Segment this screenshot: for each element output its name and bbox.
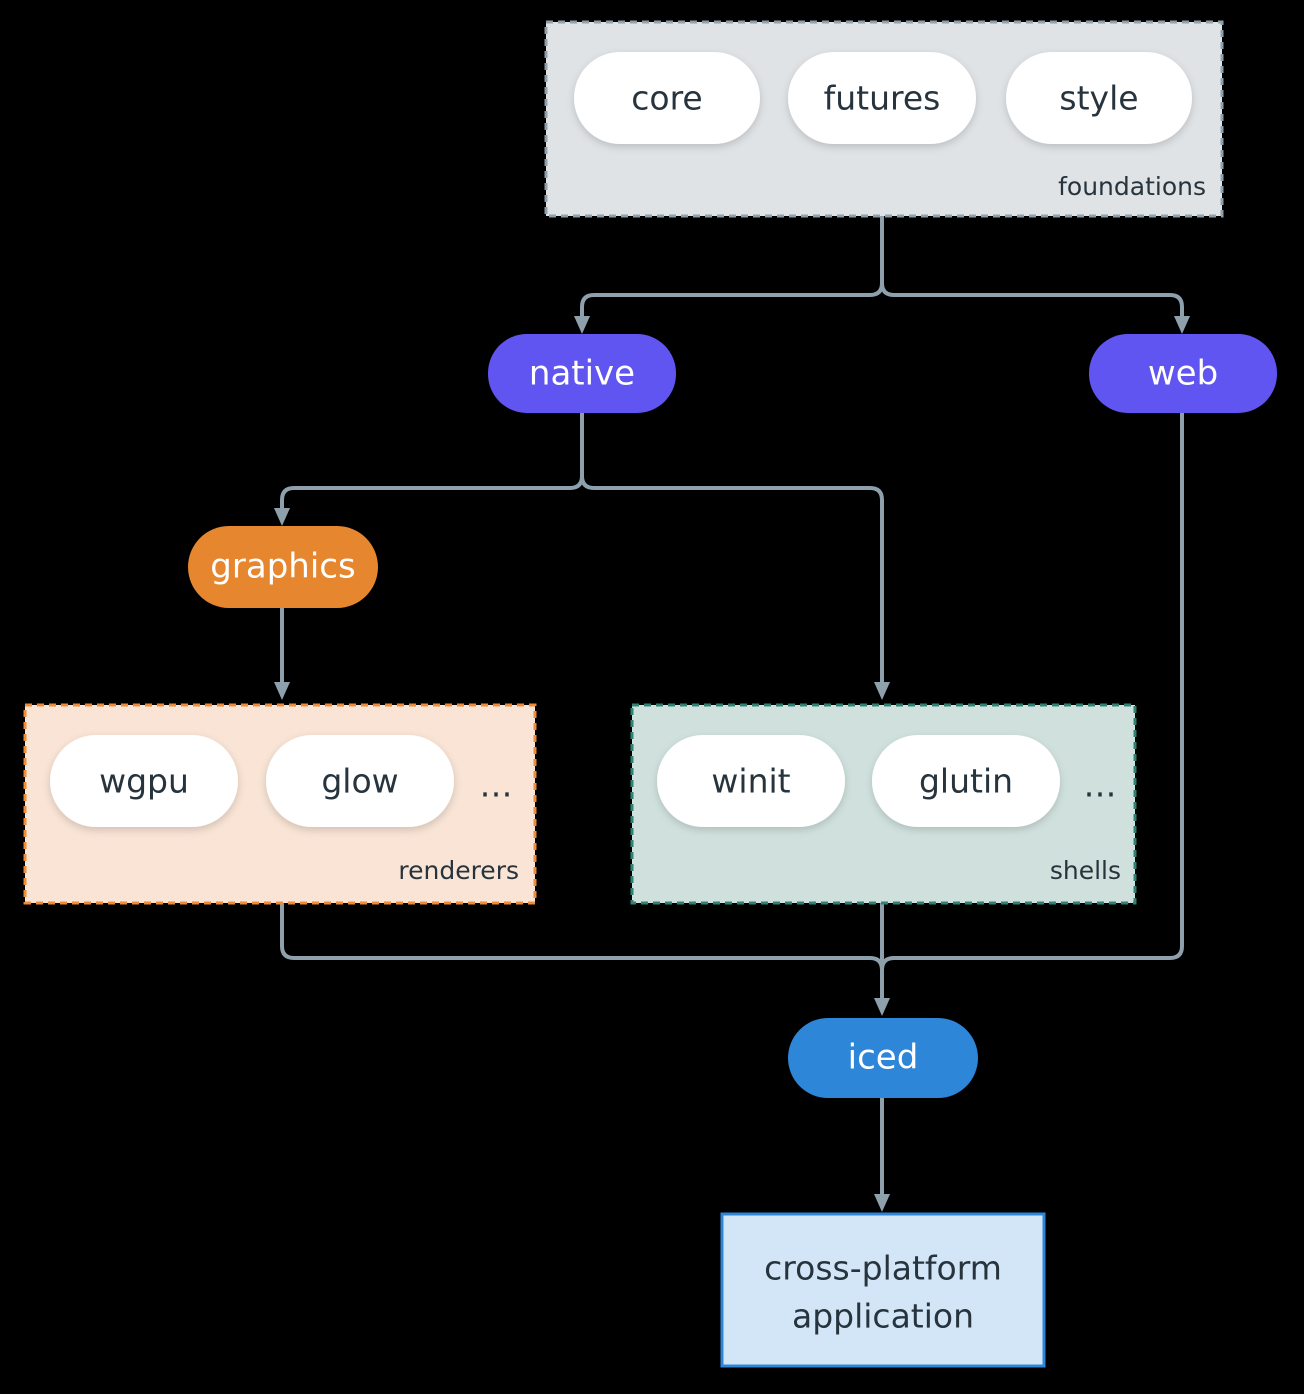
node-web-label: web: [1148, 354, 1218, 394]
edge-renderers-to-iced: [280, 902, 884, 1002]
cluster-renderers-label: renderers: [398, 856, 519, 885]
arrowhead-shells: [874, 682, 890, 700]
node-futures-pill[interactable]: [788, 52, 976, 144]
node-web[interactable]: web: [1089, 334, 1277, 413]
edge-foundations-split: [580, 214, 884, 324]
node-shells-more-label: …: [1084, 766, 1117, 805]
edge-web-to-iced: [880, 411, 1184, 1002]
node-glow-label: glow: [321, 762, 398, 801]
node-graphics-label: graphics: [210, 547, 355, 587]
node-winit[interactable]: winit: [657, 735, 845, 827]
cluster-foundations: core futures style foundations: [544, 20, 1224, 218]
node-style-label: style: [1059, 79, 1138, 118]
node-application[interactable]: cross-platform application: [720, 1212, 1046, 1368]
node-winit-pill[interactable]: [657, 735, 845, 827]
node-winit-label: winit: [711, 762, 790, 801]
node-native-pill[interactable]: [488, 334, 676, 413]
node-web-pill[interactable]: [1089, 334, 1277, 413]
node-glutin[interactable]: glutin: [872, 735, 1060, 827]
node-wgpu-pill[interactable]: [50, 735, 238, 827]
node-graphics-pill[interactable]: [188, 526, 378, 608]
node-style[interactable]: style: [1006, 52, 1192, 144]
node-glow-pill[interactable]: [266, 735, 454, 827]
node-core-label: core: [631, 79, 702, 118]
cluster-foundations-label: foundations: [1058, 172, 1206, 201]
arrowhead-web: [1174, 316, 1190, 334]
node-native[interactable]: native: [488, 334, 676, 413]
node-renderers-more-label: …: [480, 766, 513, 805]
node-application-label-line1: cross-platform: [764, 1249, 1002, 1288]
node-core-pill[interactable]: [574, 52, 760, 144]
node-native-label: native: [529, 354, 635, 394]
edge-native-split-right: [580, 474, 884, 686]
edge-native-split-left: [280, 411, 584, 516]
node-glow[interactable]: glow: [266, 735, 454, 827]
node-glutin-pill[interactable]: [872, 735, 1060, 827]
node-wgpu[interactable]: wgpu: [50, 735, 238, 827]
arrowhead-application: [874, 1194, 890, 1212]
edge-foundations-to-web: [880, 281, 1184, 324]
node-iced-label: iced: [848, 1038, 919, 1078]
arrowhead-graphics: [274, 508, 290, 526]
cluster-shells: winit glutin … shells: [630, 703, 1137, 905]
cluster-shells-label: shells: [1050, 856, 1121, 885]
node-futures[interactable]: futures: [788, 52, 976, 144]
node-iced-pill[interactable]: [788, 1018, 978, 1098]
node-wgpu-label: wgpu: [99, 762, 189, 801]
node-iced[interactable]: iced: [788, 1018, 978, 1098]
node-futures-label: futures: [824, 79, 941, 118]
node-graphics[interactable]: graphics: [188, 526, 378, 608]
arrowhead-iced: [874, 998, 890, 1016]
arrowhead-native: [574, 316, 590, 334]
node-core[interactable]: core: [574, 52, 760, 144]
node-style-pill[interactable]: [1006, 52, 1192, 144]
cluster-renderers: wgpu glow … renderers: [23, 703, 537, 905]
arrowhead-renderers: [274, 682, 290, 700]
node-glutin-label: glutin: [919, 762, 1013, 801]
node-application-box[interactable]: [720, 1212, 1046, 1368]
edge-layer: [274, 214, 1190, 1212]
node-application-label-line2: application: [792, 1297, 974, 1336]
